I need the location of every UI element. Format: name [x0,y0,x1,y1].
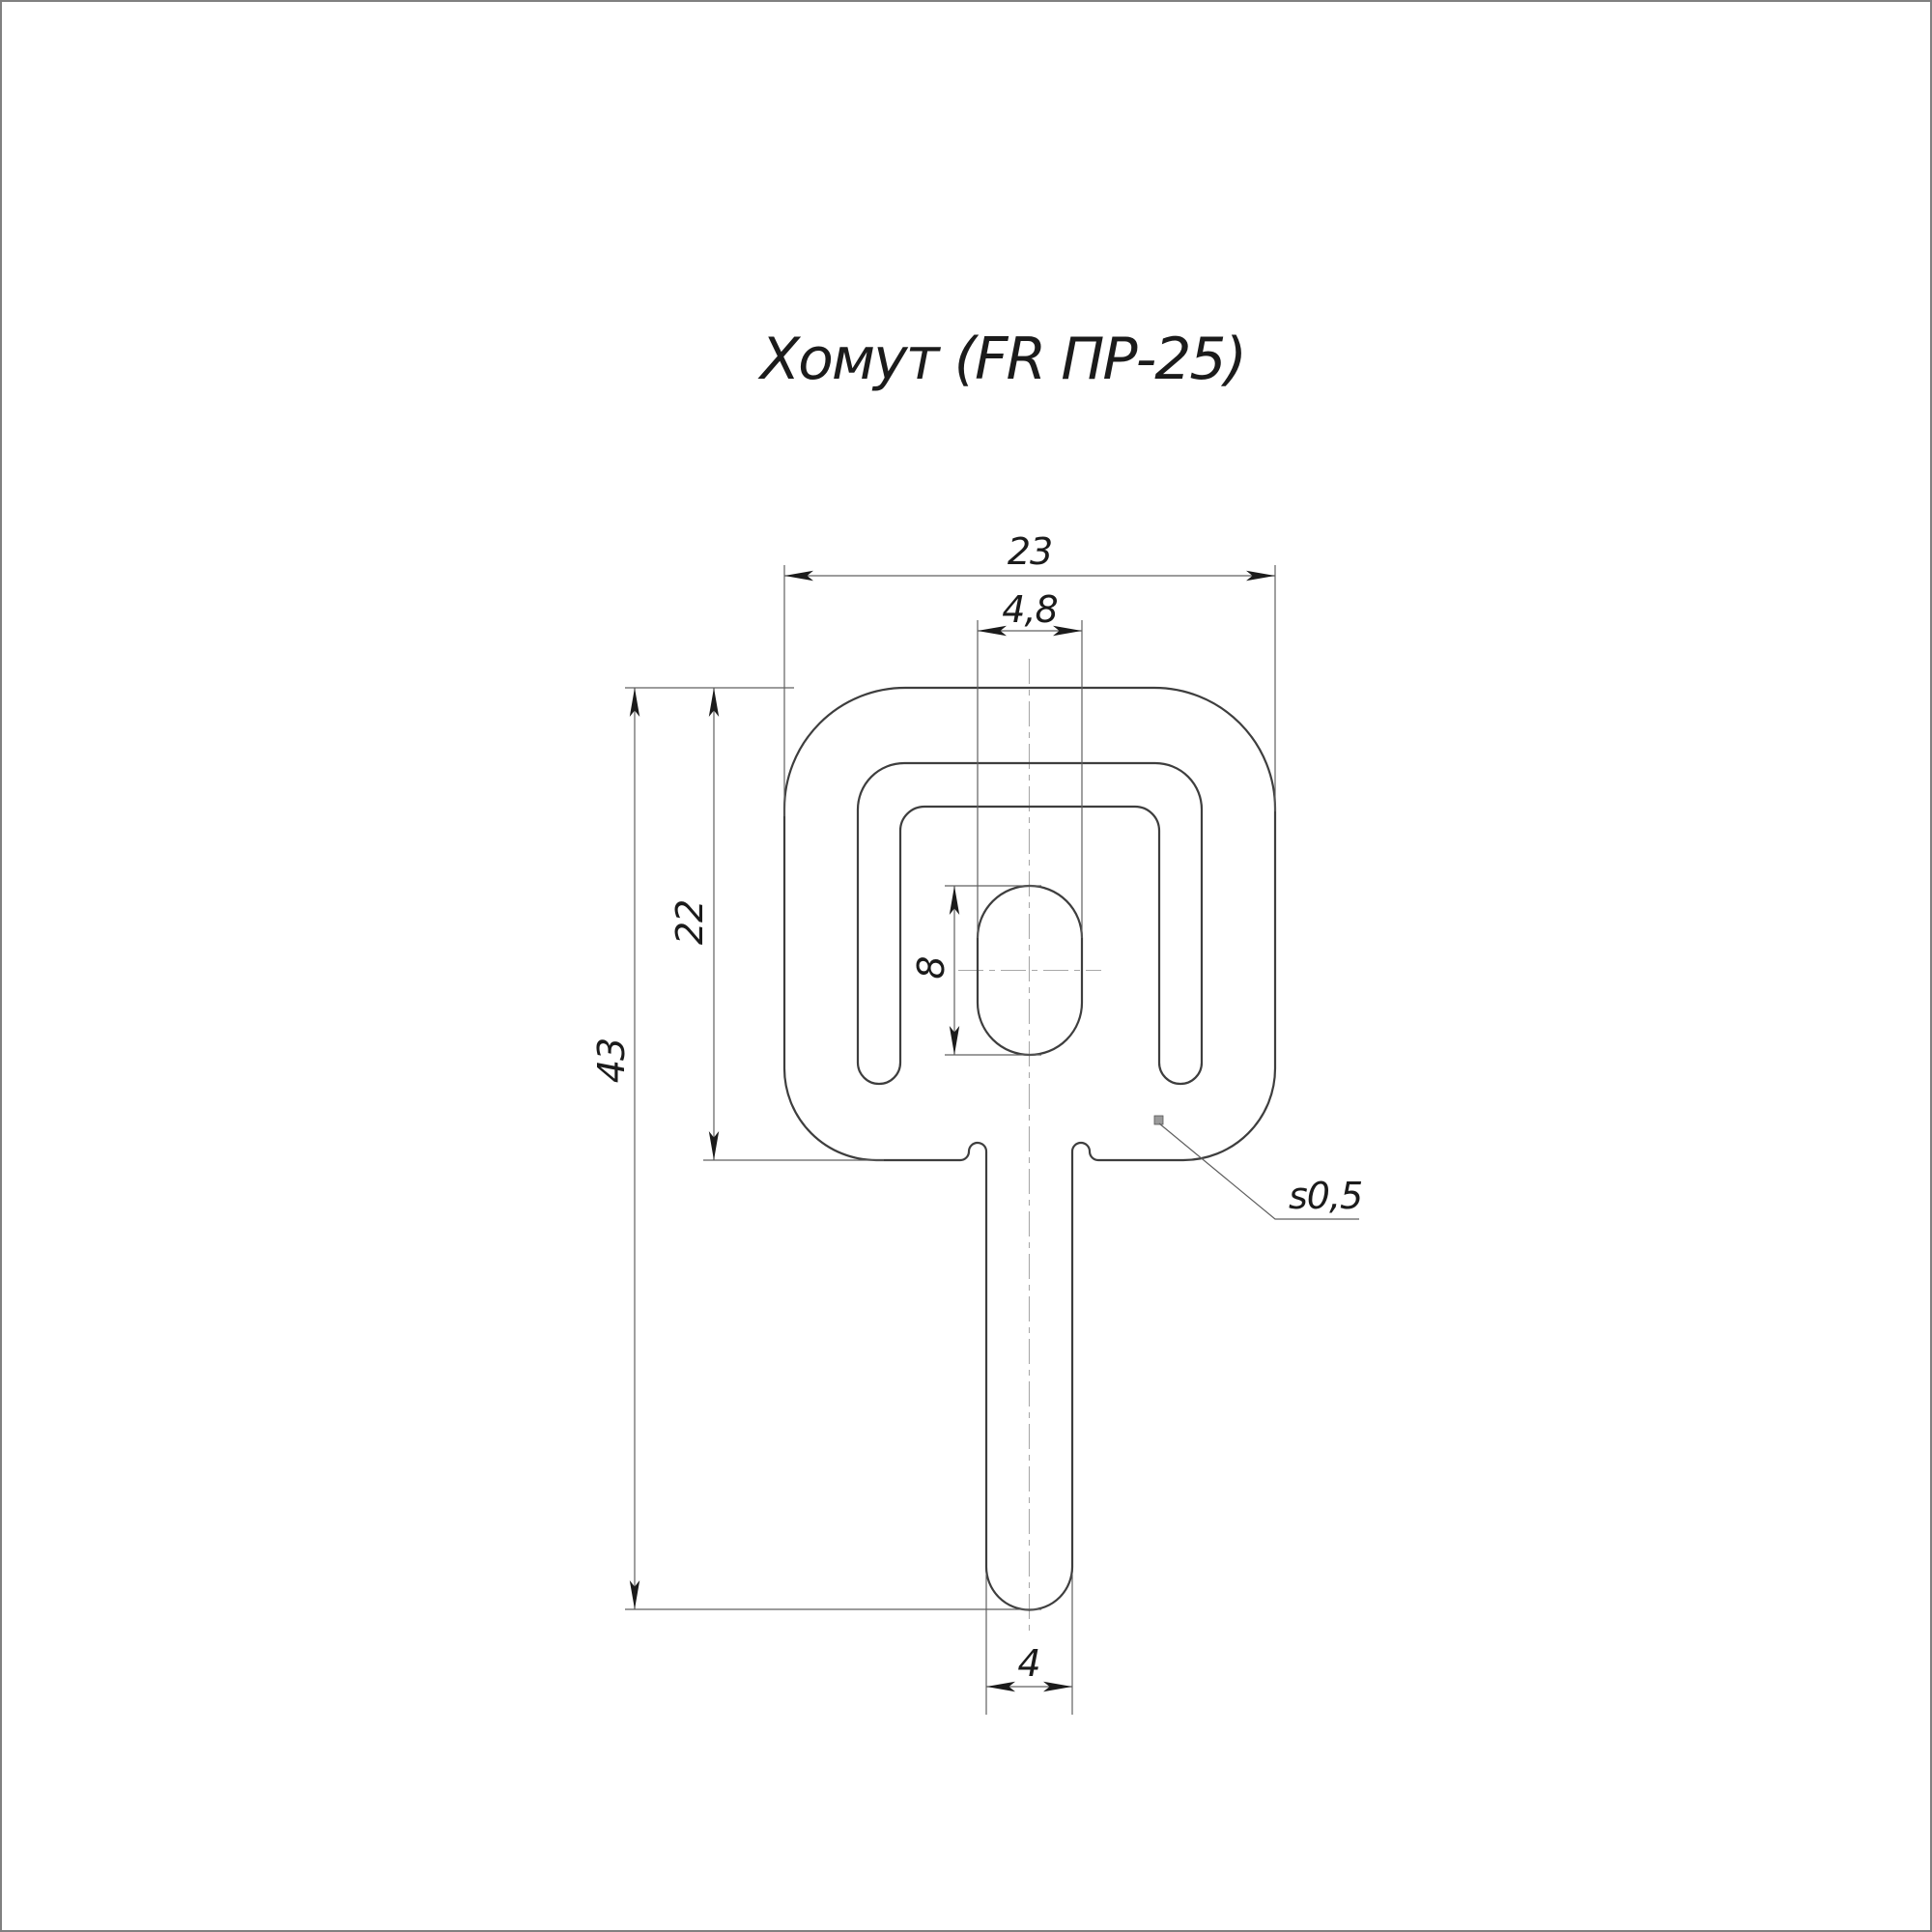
dim-label-hole-height: 8 [910,956,952,979]
dimension-lines [629,570,1275,1692]
slot-cutout [856,761,1204,1086]
dim-label-head-height: 22 [668,900,711,945]
leader-point-marker [1153,1115,1164,1125]
leader-line [1158,1122,1359,1220]
centerlines [958,659,1101,1634]
thickness-label: s0,5 [1289,1175,1362,1217]
dim-label-hole-width: 4,8 [1002,588,1057,631]
dim-label-overall-width: 23 [1008,530,1052,573]
drawing-title: Хомут (FR ПР-25) [757,326,1245,393]
dim-label-overall-height: 43 [590,1038,633,1083]
extension-lines [625,565,1276,1715]
dim-label-stem-width: 4 [1017,1642,1039,1685]
thickness-leader [1153,1115,1359,1220]
